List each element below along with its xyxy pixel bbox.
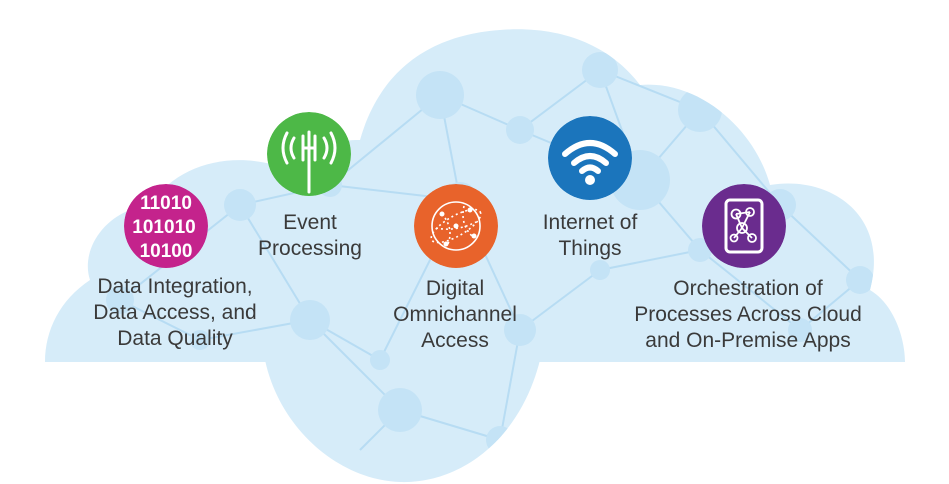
svg-text:10100: 10100 [140,241,193,262]
tablet-network-icon [702,184,786,268]
orchestration-label: Orchestration of Processes Across Cloud … [634,277,862,352]
data-integration-label: Data Integration, Data Access, and Data … [93,275,257,350]
svg-text:101010: 101010 [132,217,195,238]
internet-of-things-label: Internet of Things [542,211,638,260]
binary-code-icon: 11010 101010 10100 [124,184,208,268]
orchestration-icon [702,184,786,268]
digital-omnichannel-label: Digital Omnichannel Access [393,277,517,352]
globe-network-icon [414,184,498,268]
radio-tower-icon [267,112,351,196]
digital-omnichannel-icon [414,184,498,268]
wifi-icon [548,116,632,200]
internet-of-things-icon [548,116,632,200]
data-integration-icon: 11010 101010 10100 [124,184,208,268]
svg-text:11010: 11010 [140,193,192,214]
event-processing-icon [267,112,351,196]
event-processing-label: Event Processing [258,211,362,260]
